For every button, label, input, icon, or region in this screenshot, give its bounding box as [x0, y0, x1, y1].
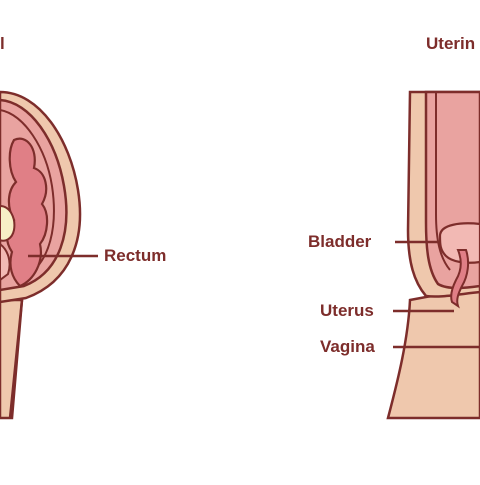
vagina-label: Vagina [320, 337, 375, 356]
uterus [450, 249, 470, 309]
right-inner-wall [435, 92, 451, 271]
bladder-left [0, 242, 11, 282]
left-panel-title: l [0, 34, 5, 53]
rectum [5, 137, 49, 288]
left-leg-line [8, 299, 24, 419]
uterus-left [0, 204, 16, 242]
rectum-label: Rectum [104, 246, 167, 265]
left-panel [0, 90, 98, 420]
bladder-label: Bladder [308, 232, 372, 251]
uterus-label: Uterus [320, 301, 374, 320]
right-panel [386, 90, 480, 420]
left-inner-wall [0, 109, 55, 277]
right-panel-title: Uterin [426, 34, 476, 53]
right-lower-body [386, 288, 480, 420]
